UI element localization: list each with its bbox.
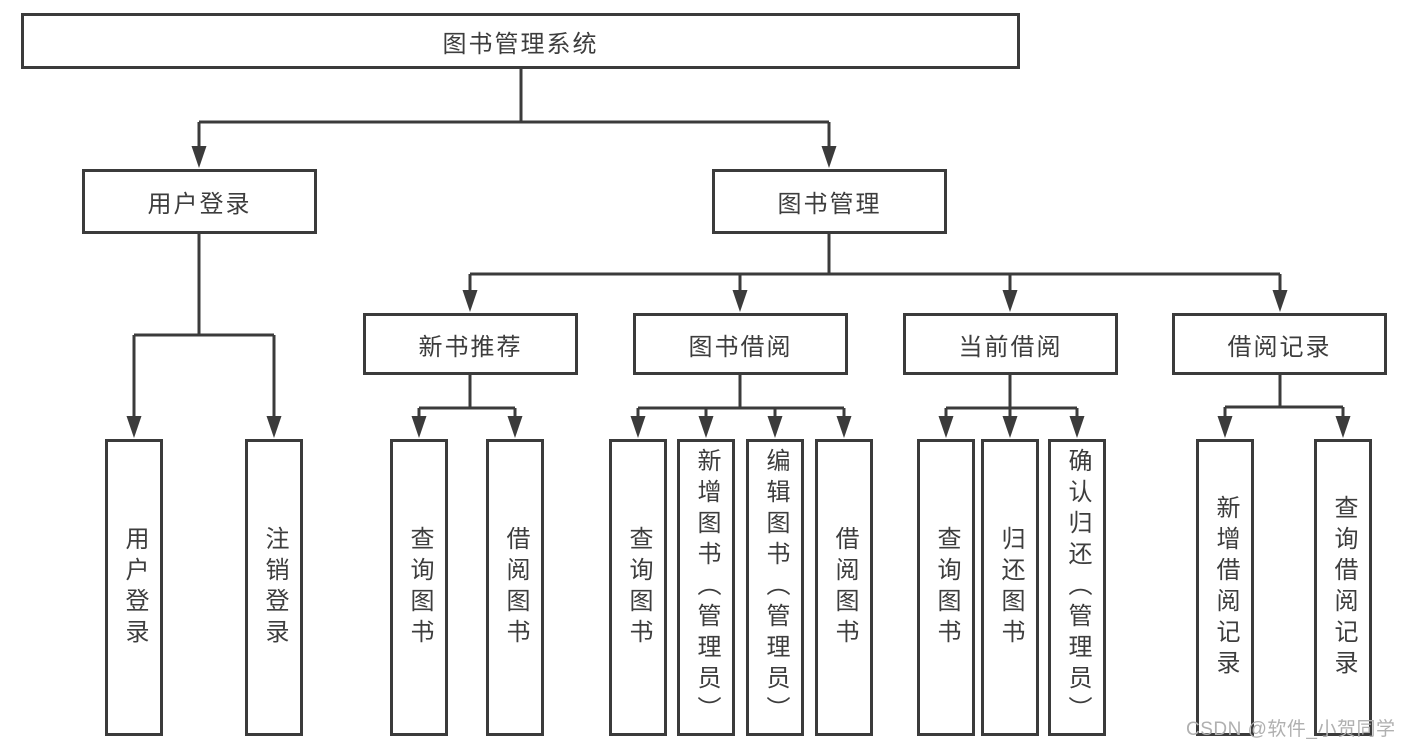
leaf-label: 归还图书 bbox=[997, 525, 1024, 650]
connector-root-to-level2 bbox=[197, 68, 831, 150]
node-label: 借阅记录 bbox=[1227, 333, 1332, 361]
leaf-label: 编辑图书（管理员） bbox=[762, 448, 789, 727]
leaf-query-books-1: 查询图书 bbox=[390, 439, 448, 736]
arrowhead-leaf-add-book bbox=[698, 416, 714, 438]
connector-book-borrowing-children bbox=[636, 375, 846, 420]
leaf-label: 新增借阅记录 bbox=[1212, 494, 1239, 681]
leaf-label: 查询图书 bbox=[933, 525, 960, 650]
leaf-confirm-return-admin: 确认归还（管理员） bbox=[1048, 439, 1106, 736]
node-label: 图书管理 bbox=[777, 191, 882, 218]
connector-new-book-recommendation-children bbox=[417, 375, 517, 420]
leaf-label: 查询图书 bbox=[406, 525, 433, 650]
leaf-add-book-admin: 新增图书（管理员） bbox=[677, 439, 735, 736]
arrowhead-leaf-borrow-books-2 bbox=[836, 416, 852, 438]
node-label: 当前借阅 bbox=[958, 333, 1063, 361]
leaf-query-borrow-record: 查询借阅记录 bbox=[1314, 439, 1372, 736]
connector-user-login-children bbox=[132, 234, 276, 418]
leaf-label: 借阅图书 bbox=[502, 525, 529, 650]
leaf-label: 用户登录 bbox=[121, 525, 148, 650]
arrowhead-book-management bbox=[821, 146, 837, 168]
arrowhead-leaf-query-books-3 bbox=[938, 416, 954, 438]
leaf-borrow-books-1: 借阅图书 bbox=[486, 439, 544, 736]
node-current-borrowing: 当前借阅 bbox=[903, 313, 1118, 375]
leaf-label: 借阅图书 bbox=[831, 525, 858, 650]
leaf-label: 确认归还（管理员） bbox=[1064, 448, 1091, 727]
node-label: 图书借阅 bbox=[688, 333, 793, 361]
arrowhead-book-borrowing bbox=[732, 290, 748, 312]
arrowhead-leaf-user-login bbox=[126, 416, 142, 438]
leaf-label: 新增图书（管理员） bbox=[693, 448, 720, 727]
node-label: 用户登录 bbox=[147, 191, 252, 218]
arrowhead-new-book-recommendation bbox=[462, 290, 478, 312]
arrowhead-user-login bbox=[191, 146, 207, 168]
leaf-user-login: 用户登录 bbox=[105, 439, 163, 736]
leaf-label: 注销登录 bbox=[261, 525, 288, 650]
leaf-query-books-3: 查询图书 bbox=[917, 439, 975, 736]
node-label: 新书推荐 bbox=[418, 333, 523, 361]
arrowhead-leaf-query-borrow-record bbox=[1335, 416, 1351, 438]
watermark: CSDN @软件_小贺同学 bbox=[1186, 719, 1396, 740]
node-borrowing-records: 借阅记录 bbox=[1172, 313, 1387, 375]
node-book-management: 图书管理 bbox=[712, 169, 947, 234]
node-library-management-system: 图书管理系统 bbox=[21, 13, 1020, 69]
node-book-borrowing: 图书借阅 bbox=[633, 313, 848, 375]
leaf-edit-book-admin: 编辑图书（管理员） bbox=[746, 439, 804, 736]
arrowhead-leaf-borrow-books-1 bbox=[507, 416, 523, 438]
connector-borrowing-records-children bbox=[1223, 375, 1345, 420]
connector-book-management-children bbox=[468, 234, 1282, 292]
arrowhead-current-borrowing bbox=[1002, 290, 1018, 312]
arrowhead-leaf-query-books-2 bbox=[630, 416, 646, 438]
arrowhead-leaf-logout bbox=[266, 416, 282, 438]
leaf-query-books-2: 查询图书 bbox=[609, 439, 667, 736]
leaf-label: 查询借阅记录 bbox=[1330, 494, 1357, 681]
leaf-borrow-books-2: 借阅图书 bbox=[815, 439, 873, 736]
arrowhead-borrowing-records bbox=[1272, 290, 1288, 312]
arrowhead-leaf-edit-book bbox=[767, 416, 783, 438]
arrowhead-leaf-add-borrow-record bbox=[1217, 416, 1233, 438]
arrowhead-leaf-confirm-return bbox=[1069, 416, 1085, 438]
arrowhead-leaf-return-book bbox=[1002, 416, 1018, 438]
node-new-book-recommendation: 新书推荐 bbox=[363, 313, 578, 375]
node-user-login: 用户登录 bbox=[82, 169, 317, 234]
leaf-logout: 注销登录 bbox=[245, 439, 303, 736]
arrowhead-leaf-query-books-1 bbox=[411, 416, 427, 438]
leaf-add-borrow-record: 新增借阅记录 bbox=[1196, 439, 1254, 736]
connector-current-borrowing-children bbox=[944, 375, 1079, 420]
leaf-label: 查询图书 bbox=[625, 525, 652, 650]
leaf-return-book: 归还图书 bbox=[981, 439, 1039, 736]
node-label: 图书管理系统 bbox=[442, 30, 599, 58]
